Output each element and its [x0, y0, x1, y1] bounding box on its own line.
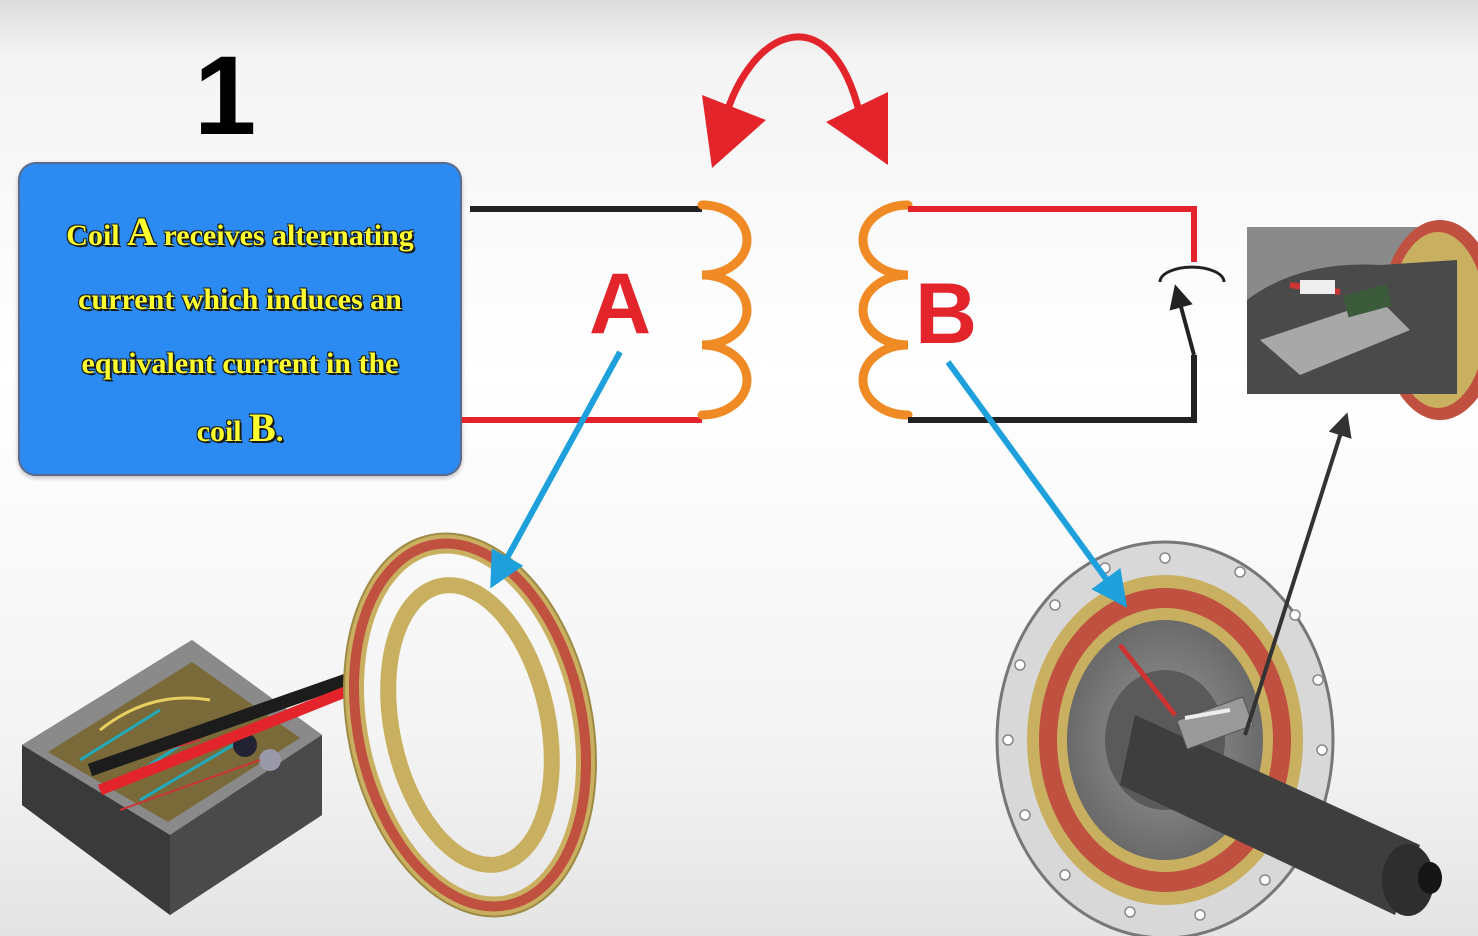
coil-ring-image [343, 532, 597, 918]
step-number: 1 [194, 33, 257, 158]
info-line-1: Coil A receives alternating [66, 209, 414, 254]
induction-arrow-icon [702, 33, 888, 168]
info-text: Coil A receives alternating current whic… [20, 200, 460, 464]
info-line-3: equivalent current in the [81, 347, 399, 380]
info-line-2: current which induces an [78, 283, 402, 316]
coil-b [858, 200, 913, 420]
switch-icon [1158, 265, 1226, 356]
info-line-4: coil B. [196, 405, 284, 450]
coil-b-label: B [915, 266, 977, 362]
coil-a-label: A [589, 256, 651, 352]
hub-motor-image [995, 540, 1442, 936]
controller-box-image [22, 640, 322, 915]
pointer-a-to-ring [490, 350, 623, 589]
wire-b-black [908, 355, 1197, 423]
cable-red [97, 682, 358, 796]
coil-a-letter: A [127, 209, 157, 254]
pointer-hub-to-inset [1243, 412, 1352, 736]
cable-black [87, 670, 358, 777]
coil-b-letter: B [249, 405, 276, 450]
pointer-b-to-hub [945, 360, 1128, 608]
coil-a [697, 200, 752, 420]
info-box: Coil A receives alternating current whic… [18, 162, 462, 476]
sensor-closeup-image [1247, 220, 1478, 420]
wire-b-red [908, 206, 1197, 262]
